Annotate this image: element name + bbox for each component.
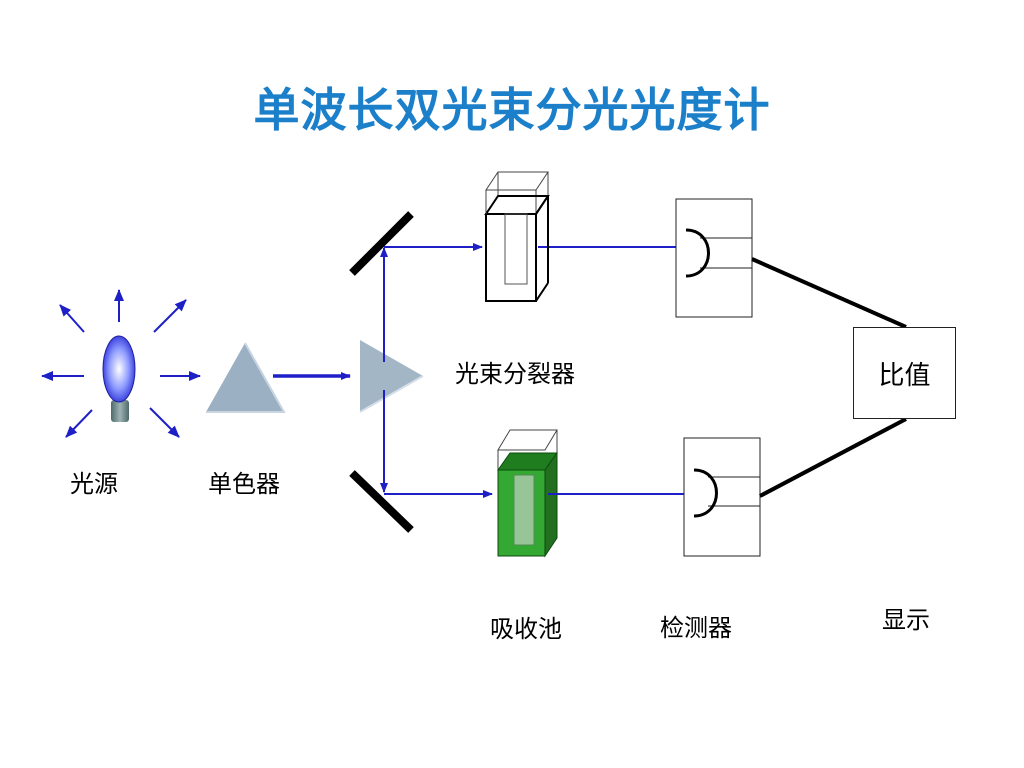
reference-cell xyxy=(484,171,550,302)
upper-mirror xyxy=(349,211,414,276)
upper-detector xyxy=(675,198,753,318)
ratio-label: 比值 xyxy=(878,360,931,391)
light-source-label: 光源 xyxy=(70,470,118,498)
beam-splitter-label: 光束分裂器 xyxy=(455,360,575,388)
upper-signal-wire xyxy=(751,257,907,329)
monochromator-label: 单色器 xyxy=(208,470,280,498)
light-ray-arrows xyxy=(41,289,201,438)
lamp-bulb xyxy=(102,335,136,403)
sample-cell xyxy=(497,429,558,558)
lower-mirror xyxy=(349,470,414,533)
display-label: 显示 xyxy=(882,606,930,634)
detector-label: 检测器 xyxy=(660,614,732,642)
lamp-base xyxy=(111,400,129,422)
absorption-cell-label: 吸收池 xyxy=(490,615,562,643)
lower-detector xyxy=(683,437,761,557)
monochromator-prism xyxy=(206,342,286,413)
beam-splitter xyxy=(359,340,424,413)
ratio-box: 比值 xyxy=(853,327,956,419)
diagram-title: 单波长双光束分光光度计 xyxy=(253,83,771,137)
lower-signal-wire xyxy=(759,417,907,498)
light-source xyxy=(41,289,201,438)
